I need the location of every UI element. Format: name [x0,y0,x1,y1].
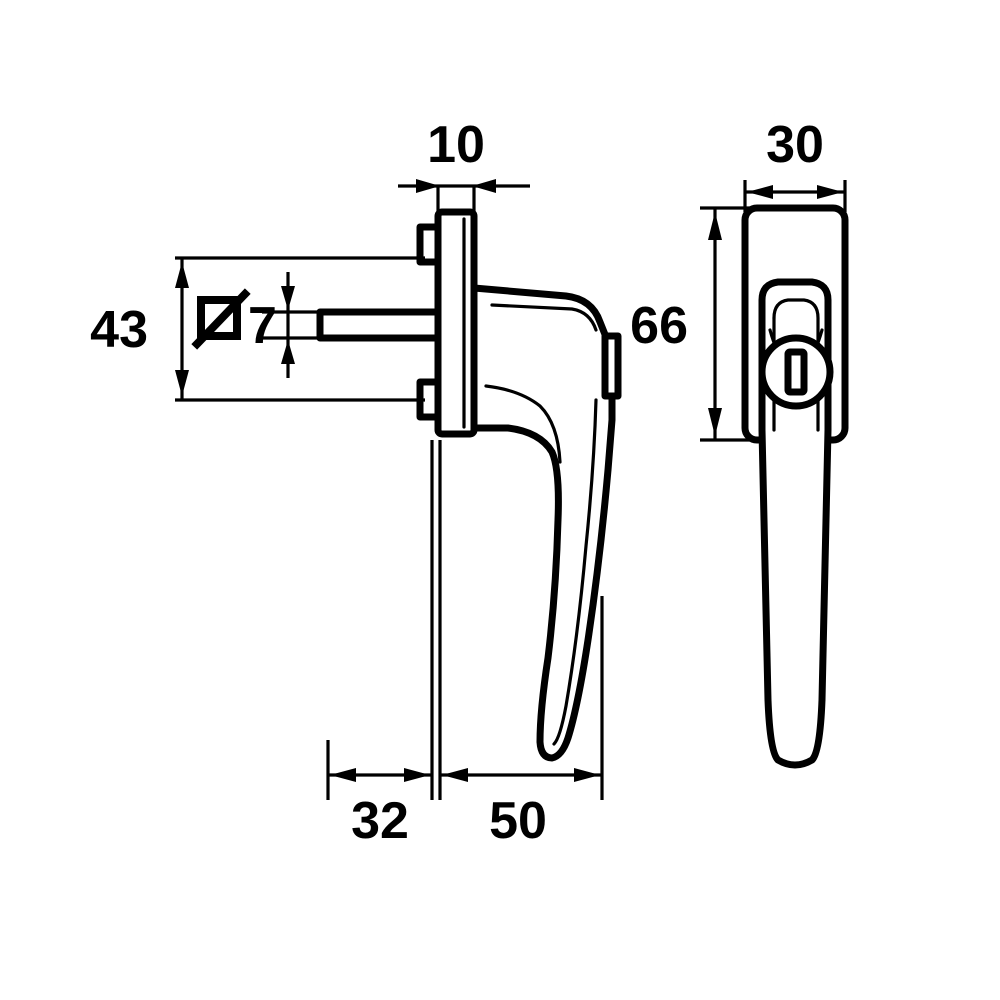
lever-top-inner-line [490,303,598,332]
dimension-label-7: 7 [248,297,277,355]
arrow-left [442,768,468,782]
lever-handle-side [470,284,616,762]
dimension-spindle-size: 7 [191,272,330,378]
side-view-group [316,208,622,762]
dimension-rosette-depth: 32 [326,440,434,850]
dimension-label-10: 10 [427,116,485,174]
arrow-bottom [281,340,295,364]
arrow-top [281,286,295,310]
lever-shoulder-inner-line [772,298,820,432]
arrow-right [574,768,600,782]
keyhole-slot [784,348,808,396]
lever-inner-curve-line [484,384,562,464]
arrow-top [708,212,722,240]
lever-edge-tab [601,332,622,400]
dimension-rosette-height: 66 [630,206,750,442]
front-view-group [741,204,849,769]
arrow-bottom [708,408,722,436]
rosette-plate-side [434,208,478,438]
arrow-left [747,185,773,199]
dimension-rosette-thickness: 10 [398,116,530,214]
dimension-handle-projection: 50 [438,440,604,850]
arrow-left [330,768,356,782]
arrow-top [175,262,189,288]
arrow-left [416,179,440,193]
arrow-bottom [175,370,189,396]
square-section-symbol [197,296,241,340]
arrow-right [472,179,496,193]
dimension-label-66: 66 [630,297,688,355]
dimension-screw-hole-spacing: 43 [90,256,425,402]
lever-inner-shaft-line [552,398,598,746]
dimension-label-50: 50 [489,792,547,850]
dimension-label-32: 32 [351,792,409,850]
square-spindle [316,308,444,342]
dimension-rosette-width: 30 [743,116,847,212]
arrow-right [817,185,843,199]
square-section-symbol-slash [191,288,251,350]
dimension-label-30: 30 [766,116,824,174]
dimension-label-43: 43 [90,301,148,359]
arrow-right [404,768,430,782]
